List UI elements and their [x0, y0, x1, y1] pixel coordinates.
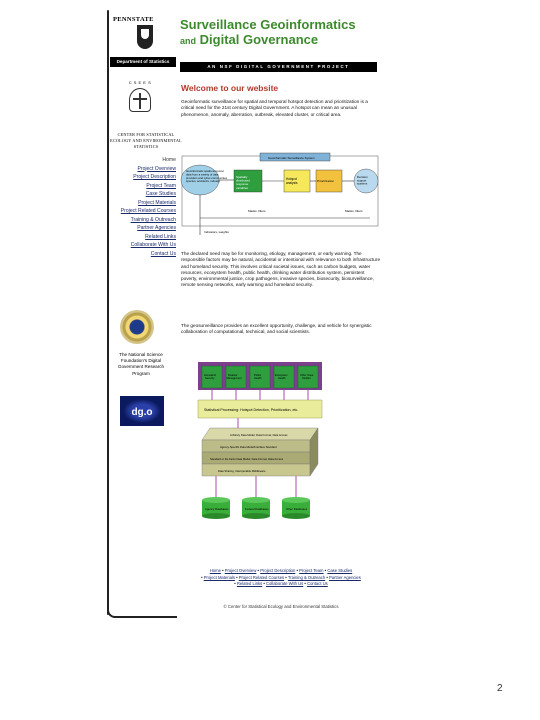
- up-arrows: [211, 390, 309, 400]
- nav-home[interactable]: Home: [162, 157, 176, 163]
- nav-training-outreach[interactable]: Training & Outreach: [130, 216, 176, 223]
- dgo-logo-text: dg.o: [131, 407, 153, 418]
- slab-side: [309, 427, 319, 477]
- nav-project-team[interactable]: Project Team: [146, 182, 176, 189]
- footer-link-home[interactable]: Home: [209, 568, 221, 573]
- center-name: CENTER FOR STATISTICAL ECOLOGY AND ENVIR…: [110, 132, 182, 149]
- nav-project-description[interactable]: Project Description: [133, 174, 176, 181]
- surveillance-diagram-svg: Geoinformatic spatio-temporal data from …: [180, 152, 379, 235]
- db-arrows: [215, 476, 297, 498]
- footer-link-project-description[interactable]: Project Description: [260, 568, 296, 573]
- footer-link-project-materials[interactable]: Project Materials: [203, 574, 235, 580]
- database-labels: Agency Databases Federal Databases Other…: [205, 507, 308, 511]
- footer-link-project-team[interactable]: Project Team: [299, 568, 324, 573]
- statistical-band-label: Statistical Processing: Hotspot Detectio…: [204, 408, 298, 412]
- nav-related-links[interactable]: Related Links: [145, 233, 176, 240]
- nav-project-related-courses[interactable]: Project Related Courses: [120, 208, 176, 215]
- footer-link-related-courses[interactable]: Project Related Courses: [238, 574, 285, 580]
- pennstate-logo[interactable]: PENNSTATE: [113, 14, 173, 52]
- intro-paragraph: Geoinformatic surveillance for spatial a…: [181, 99, 368, 117]
- dgo-logo[interactable]: dg.o: [120, 396, 164, 426]
- site-title-line2-text: Digital Governance: [199, 32, 319, 47]
- site-title-line1: Surveillance Geoinformatics: [180, 17, 356, 32]
- case-box-public-health: [249, 365, 271, 389]
- declared-need-paragraph: The declared need may be for monitoring,…: [181, 251, 381, 288]
- masks-label-1: Masks, filters: [248, 209, 266, 213]
- case-box-other: [297, 365, 319, 389]
- dgo-ring-icon: [123, 399, 161, 423]
- footer-link-training-outreach[interactable]: Training & Outreach: [287, 574, 326, 580]
- footer-link-contact-us[interactable]: Contact Us: [307, 581, 328, 586]
- nav-project-overview[interactable]: Project Overview: [137, 165, 177, 172]
- site-title: Surveillance Geoinformatics and Digital …: [180, 17, 385, 49]
- department-bar[interactable]: Department of Statistics: [110, 57, 176, 67]
- csees-acronym: C S E E S: [128, 80, 152, 85]
- ellipse-caption: Geoinformatic spatio-temporal data from …: [186, 169, 228, 183]
- page-frame-corner: [107, 608, 177, 618]
- copyright: © Center for Statistical Ecology and Env…: [223, 604, 339, 609]
- nittany-lion-shield-icon: [137, 25, 153, 49]
- pennstate-wordmark: PENNSTATE: [113, 16, 154, 23]
- indicators-label: Indicators, weights: [204, 230, 229, 234]
- footer-links: Home • Project Overview • Project Descri…: [201, 568, 361, 586]
- statistical-band: [197, 399, 323, 419]
- nav-case-studies[interactable]: Case Studies: [145, 191, 176, 198]
- geosurveillance-paragraph: The geosurveillance provides an excellen…: [181, 323, 372, 335]
- nav-collaborate-with-us[interactable]: Collaborate With Us: [130, 242, 176, 249]
- system-label-box: [259, 152, 331, 162]
- nav-project-materials[interactable]: Project Materials: [138, 199, 176, 206]
- page-frame-line: [107, 10, 109, 615]
- subtitle-bar: AN NSF DIGITAL GOVERNMENT PROJECT: [180, 62, 377, 72]
- case-box-disaster: [225, 365, 247, 389]
- footer-link-partner-agencies[interactable]: Partner Agencies: [328, 574, 361, 580]
- masks-label-2: Masks, filters: [345, 209, 363, 213]
- page-number: 2: [497, 683, 503, 694]
- case-box-ecosystem: [273, 365, 295, 389]
- csees-emblem-icon: [129, 88, 151, 112]
- system-label-text: Geoinformatic Surveillance System: [268, 156, 315, 160]
- footer-link-project-overview[interactable]: Project Overview: [224, 568, 257, 573]
- footer-link-collaborate[interactable]: Collaborate With Us: [266, 581, 304, 586]
- welcome-heading: Welcome to our website: [181, 83, 279, 93]
- footer-link-related-links[interactable]: Related Links: [236, 581, 263, 586]
- sidebar-nav: Home Project Overview Project Descriptio…: [110, 156, 176, 259]
- surveillance-system-diagram: Geoinformatic spatio-temporal data from …: [180, 150, 380, 240]
- database-cylinders: [202, 497, 310, 519]
- box3-caption: Prioritization: [317, 179, 334, 183]
- site-title-line2: and Digital Governance: [180, 32, 385, 49]
- layer-labels: Arbitrary Data Model, Data Format, Data …: [210, 433, 288, 473]
- nsf-caption: The National Science Foundation's Digita…: [117, 352, 165, 376]
- csees-logo[interactable]: C S E E S: [120, 80, 160, 130]
- nav-contact-us[interactable]: Contact Us: [150, 251, 176, 258]
- nsf-seal-icon[interactable]: [120, 310, 154, 344]
- case-box-homeland: [201, 365, 223, 389]
- footer-link-case-studies[interactable]: Case Studies: [327, 568, 353, 573]
- site-title-and: and: [180, 36, 197, 46]
- nav-partner-agencies[interactable]: Partner Agencies: [137, 225, 176, 232]
